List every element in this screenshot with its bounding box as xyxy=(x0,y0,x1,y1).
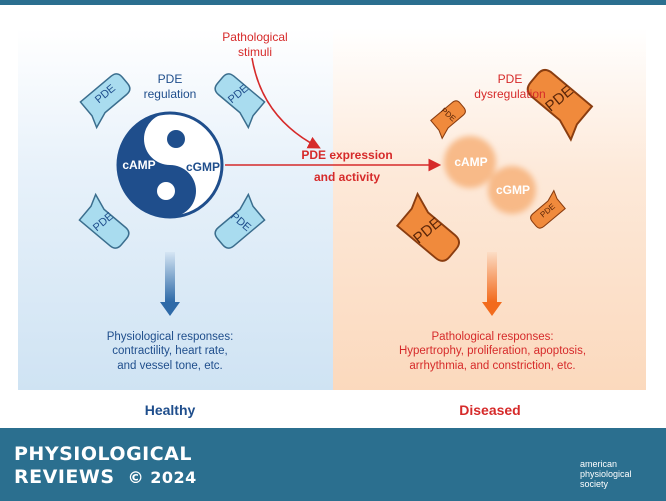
journal-title-line1: PHYSIOLOGICAL xyxy=(14,443,192,465)
pathological-stimuli-label: Pathological stimuli xyxy=(222,30,288,59)
journal-title-line2: REVIEWS © 2024 xyxy=(14,466,197,488)
cgmp-label: cGMP xyxy=(185,160,220,174)
cgmp-diseased-label: cGMP xyxy=(495,183,530,197)
pathological-responses-text: Pathological responses: Hypertrophy, pro… xyxy=(398,331,587,372)
diseased-heading: Diseased xyxy=(459,402,521,418)
society-line3: society xyxy=(580,478,609,489)
pde-dysregulation-label: PDE dysregulation xyxy=(474,72,546,101)
stimuli-arrow xyxy=(251,57,321,149)
diseased-down-arrow xyxy=(482,252,502,316)
healthy-down-arrow xyxy=(160,252,180,316)
camp-label: cAMP xyxy=(122,158,156,172)
society-line2: physiological xyxy=(580,468,632,479)
and-activity-label: and activity xyxy=(313,170,381,184)
pde-expression-label: PDE expression xyxy=(301,148,393,162)
camp-diseased-blob xyxy=(444,136,536,214)
physiological-responses-text: Physiological responses: contractility, … xyxy=(106,331,234,372)
diseased-panel xyxy=(333,28,646,390)
pde-regulation-label: PDE regulation xyxy=(143,72,197,101)
healthy-heading: Healthy xyxy=(144,402,196,418)
society-line1: american xyxy=(580,459,618,469)
copyright-text: © 2024 xyxy=(127,468,197,487)
camp-diseased-label: cAMP xyxy=(454,155,488,169)
journal-title-reviews: REVIEWS xyxy=(14,466,115,488)
yin-yang-icon xyxy=(116,111,224,219)
society-name: american physiological society xyxy=(580,459,650,490)
footer: PHYSIOLOGICAL REVIEWS © 2024 american ph… xyxy=(0,428,666,501)
top-rule xyxy=(0,0,666,5)
